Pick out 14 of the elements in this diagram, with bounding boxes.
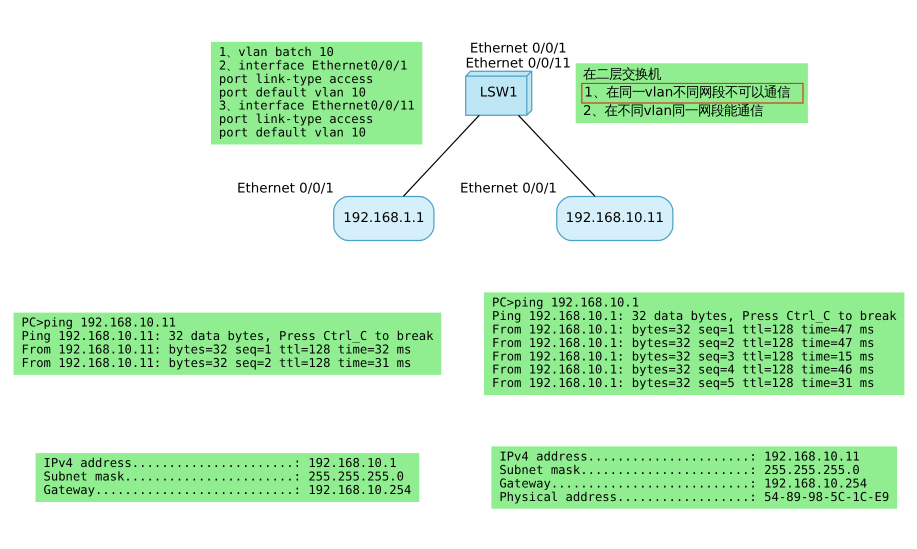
node-label: Ethernet 0/0/11 xyxy=(465,56,570,71)
node-box: 192.168.10.11 xyxy=(556,195,673,241)
connector xyxy=(402,114,480,196)
connector xyxy=(517,114,595,196)
node-box: 192.168.1.1 xyxy=(332,195,434,241)
node-label: Ethernet 0/0/1 xyxy=(460,181,556,196)
node-label: Ethernet 0/0/1 xyxy=(236,181,334,196)
node-box: PC>ping 192.168.10.11 Ping 192.168.10.11: 32 data bytes, Press Ctrl_C to break From 192.168.10.11: bytes=32 seq=1 ttl=128 time=32 ms From 192.168.10.11: bytes=32 seq=2 ttl=128 time=31 ms xyxy=(13,312,441,374)
node-box: IPv4 address......................: 192.168.10.1 Subnet mask.......................: 255.255.255.0 Gateway...........................: 192.168.10.254 xyxy=(35,452,419,502)
node-box: 1、vlan batch 10 2、interface Ethernet0/0/1 port link-type access port default vlan 10 3、interface Ethernet0/0/11 port link-type access port default vlan 10 xyxy=(210,41,422,144)
node-box: 在二层交换机 1、在同一vlan不同网段不可以通信 2、在不同vlan同一网段能通信 xyxy=(575,62,808,123)
node-label: Ethernet 0/0/1 xyxy=(469,41,566,56)
node-box: IPv4 address......................: 192.168.10.11 Subnet mask.......................: 255.255.255.0 Gateway...........................: 192.168.10.254 Physical address..................: 54-89-98-5C-1C-E9 xyxy=(490,446,897,508)
node-box: PC>ping 192.168.10.1 Ping 192.168.10.1: 32 data bytes, Press Ctrl_C to break From 192.168.10.1: bytes=32 seq=1 ttl=128 time=47 ms From 192.168.10.1: bytes=32 seq=2 ttl=128 time=47 ms From 192.168.10.1: bytes=32 seq=3 ttl=128 time=15 ms From 192.168.10.1: bytes=32 seq=4 ttl=128 time=46 ms From 192.168.10.1: bytes=32 seq=5 ttl=128 time=31 ms xyxy=(484,292,904,395)
